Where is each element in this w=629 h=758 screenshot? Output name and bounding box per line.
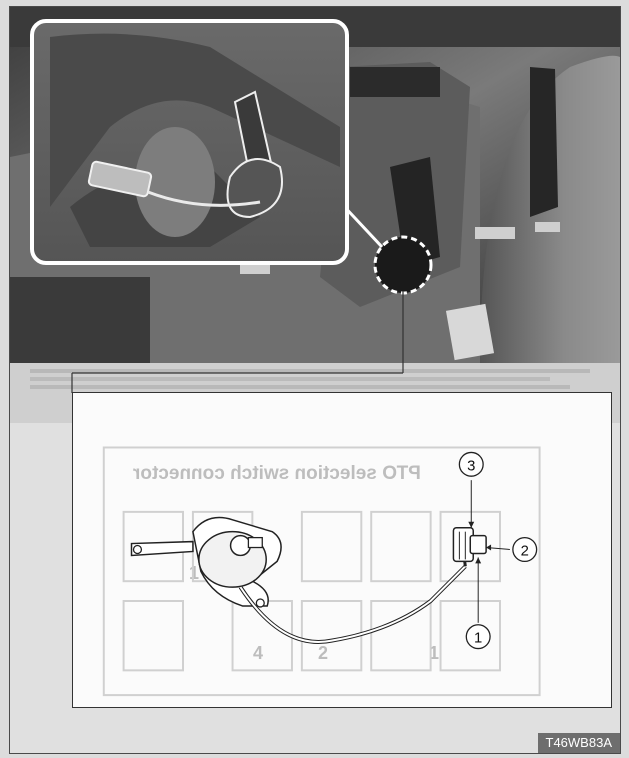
connector-diagram-panel: PTO selection switch connector 1 2 4 1: [72, 392, 612, 708]
leader-to-diagram: [71, 291, 404, 393]
figure-code-label: T46WB83A: [537, 733, 620, 753]
connector-highlight-circle: [373, 235, 433, 295]
bleed-through-cell-label: 4: [253, 643, 264, 663]
bleed-through-cell-label: 1: [429, 643, 440, 663]
callout-2: 2: [521, 543, 529, 559]
callout-3: 3: [467, 458, 475, 474]
bleed-through-cell-label: 2: [318, 643, 329, 663]
tractor-photo: [10, 7, 620, 363]
bleed-through-cell-label: 1: [189, 563, 200, 583]
figure-frame: PTO selection switch connector 1 2 4 1: [9, 6, 621, 754]
callout-1: 1: [474, 631, 482, 647]
switch-drawing: 3 2 1: [102, 446, 541, 697]
